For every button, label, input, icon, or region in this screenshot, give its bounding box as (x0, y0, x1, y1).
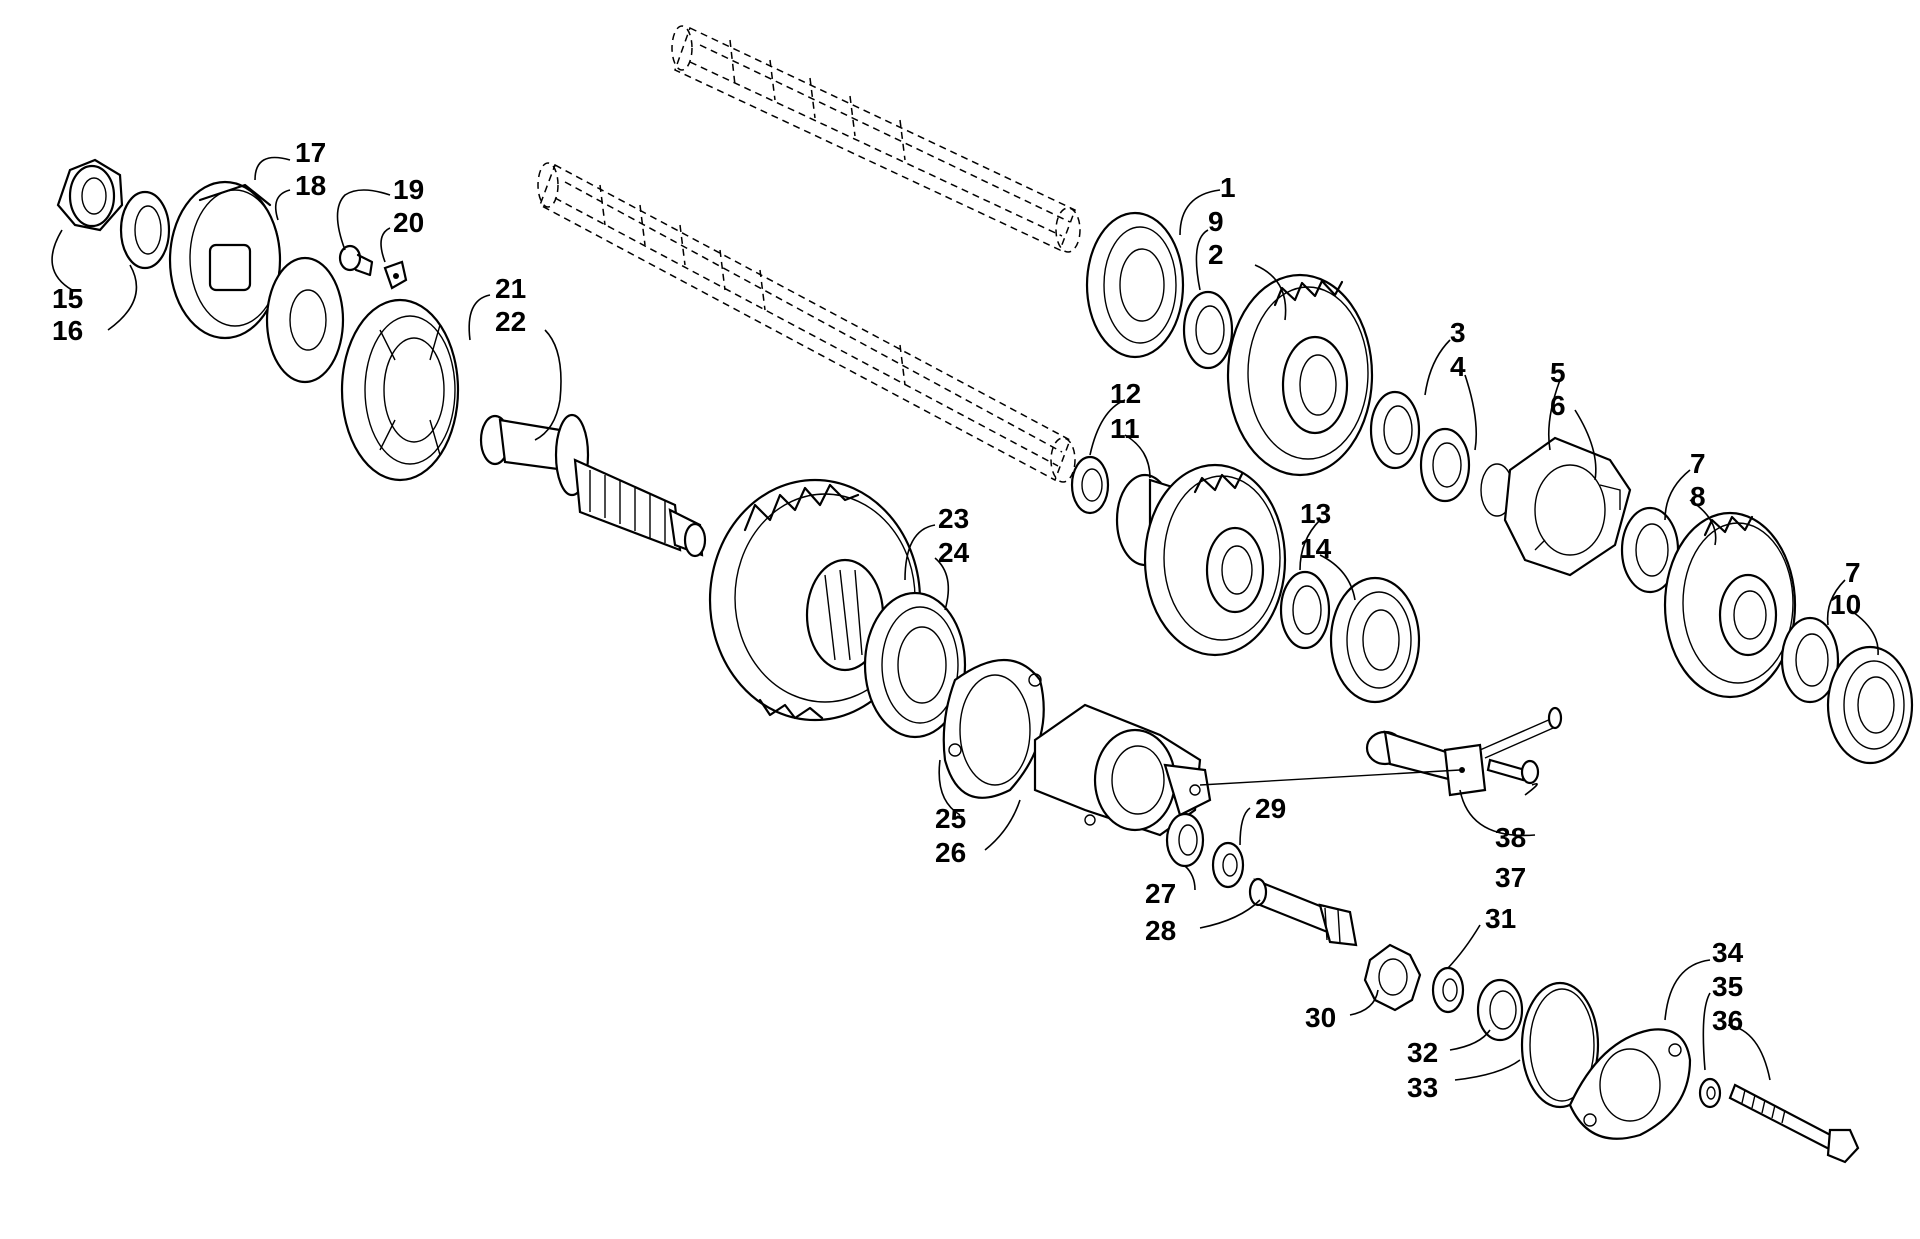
part-33-o-ring (1520, 981, 1600, 1109)
part-washer-16 (119, 190, 171, 270)
part-25-gasket (942, 659, 1045, 799)
label-18: 18 (295, 170, 326, 201)
label-29: 29 (1255, 793, 1286, 824)
part-12-washer (1070, 455, 1110, 515)
label-26: 26 (935, 837, 966, 868)
label-13: 13 (1300, 498, 1331, 529)
label-7a: 7 (1690, 448, 1706, 479)
label-35: 35 (1712, 971, 1743, 1002)
label-12: 12 (1110, 378, 1141, 409)
label-6: 6 (1550, 390, 1566, 421)
label-30: 30 (1305, 1002, 1336, 1033)
part-27-seal (1165, 812, 1205, 868)
label-32: 32 (1407, 1037, 1438, 1068)
label-33: 33 (1407, 1072, 1438, 1103)
part-34-cover (1568, 1028, 1692, 1140)
part-32-small-bearing (1476, 978, 1524, 1042)
part-13-washer (1279, 570, 1331, 650)
part-31-washer (1431, 966, 1465, 1014)
label-38: 38 (1495, 822, 1526, 853)
part-10-bearing (1826, 645, 1914, 765)
label-11: 11 (1110, 413, 1140, 444)
label-3: 3 (1450, 317, 1466, 348)
label-8: 8 (1690, 481, 1706, 512)
label-34: 34 (1712, 937, 1744, 968)
part-26-housing (1033, 703, 1212, 837)
label-21: 21 (495, 273, 526, 304)
part-3-bushing (1369, 390, 1421, 470)
label-5: 5 (1550, 357, 1566, 388)
label-27: 27 (1145, 878, 1176, 909)
part-number-labels: 1 9 2 3 4 5 6 7 8 7 10 12 11 13 14 15 16… (52, 137, 1861, 1103)
label-2: 2 (1208, 239, 1224, 270)
leader-lines (51, 156, 1879, 1081)
part-11-cluster-gear (1115, 463, 1287, 657)
part-14-bearing (1329, 576, 1421, 704)
part-19-20-screw-plate (338, 244, 408, 290)
part-8-gear (1663, 511, 1797, 699)
label-23: 23 (938, 503, 969, 534)
part-15-16-nut (56, 158, 124, 232)
part-7b-washer (1780, 616, 1840, 704)
phantom-lower-shaft (537, 162, 1076, 483)
part-18-washer (265, 256, 345, 384)
label-25: 25 (935, 803, 966, 834)
part-22-output-shaft (479, 413, 707, 558)
part-37-sensor (1199, 706, 1563, 797)
label-7b: 7 (1845, 557, 1861, 588)
label-16: 16 (52, 315, 83, 346)
part-30-small-gear (1363, 943, 1422, 1012)
part-24-bearing (863, 591, 967, 739)
label-15: 15 (52, 283, 83, 314)
part-9-washer (1182, 290, 1234, 370)
label-1: 1 (1220, 172, 1236, 203)
label-28: 28 (1145, 915, 1176, 946)
part-38-screw (1486, 758, 1540, 785)
label-20: 20 (393, 207, 424, 238)
label-24: 24 (938, 537, 970, 568)
label-36: 36 (1712, 1005, 1743, 1036)
label-19: 19 (393, 174, 424, 205)
label-17: 17 (295, 137, 326, 168)
label-9: 9 (1208, 206, 1224, 237)
part-36-bolt (1728, 1083, 1860, 1164)
part-1-bearing (1085, 211, 1185, 359)
part-28-drive-shaft (1248, 877, 1358, 947)
label-37: 37 (1495, 862, 1526, 893)
part-21-bearing (340, 298, 460, 482)
part-2-gear (1226, 273, 1374, 477)
part-17-sprocket (168, 180, 282, 340)
phantom-upper-shaft (671, 25, 1081, 253)
part-5-6-shift-dog (1503, 436, 1632, 577)
part-35-washer (1698, 1077, 1722, 1109)
label-22: 22 (495, 306, 526, 337)
label-14: 14 (1300, 533, 1332, 564)
label-10: 10 (1830, 589, 1861, 620)
label-4: 4 (1450, 351, 1466, 382)
part-29-washer (1211, 841, 1245, 889)
part-4-washer (1419, 427, 1514, 517)
label-31: 31 (1485, 903, 1516, 934)
